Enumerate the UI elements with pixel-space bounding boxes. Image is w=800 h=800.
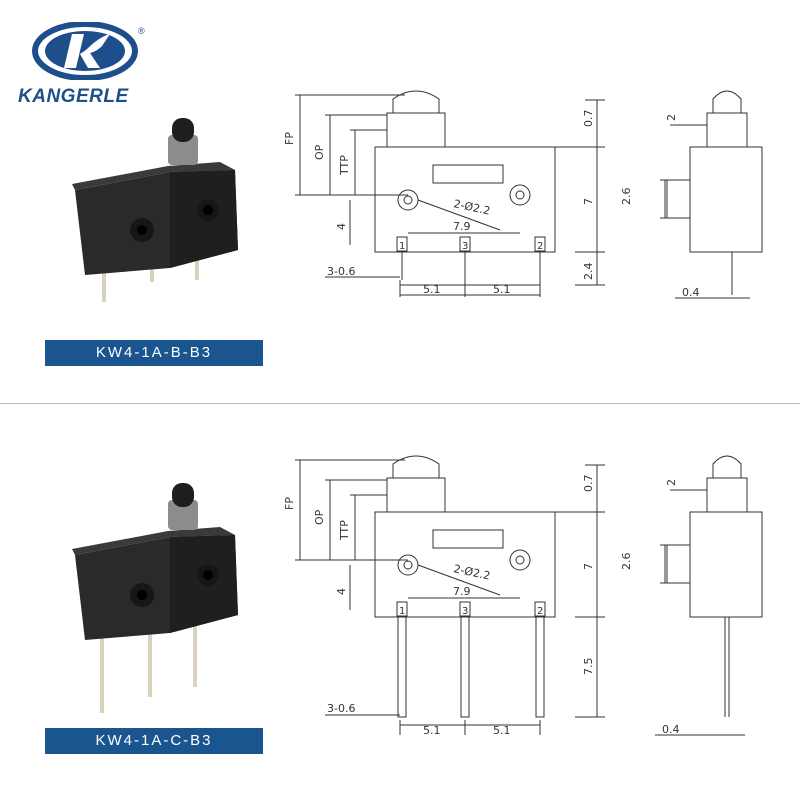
- top-offset-label-1: 0.7: [582, 110, 595, 128]
- hole-spacing-label-2: 7.9: [453, 585, 471, 598]
- top-offset-label-2: 0.7: [582, 475, 595, 493]
- pin-number-1-3: 3: [462, 241, 468, 252]
- section-divider: [0, 403, 800, 404]
- pin-number-1-2: 2: [537, 241, 543, 252]
- side-pin-label-1: 0.4: [682, 286, 700, 299]
- ttp-label-2: TTP: [338, 520, 351, 541]
- op-label-2: OP: [313, 509, 326, 525]
- pin-number-1-1: 1: [399, 241, 405, 252]
- pin-pitch-1b: 5.1: [493, 283, 511, 296]
- front-view-drawing-1: FP OP TTP 4 0.7 7 2.4 2-Ø2.2 7.9 3-0.6 5…: [283, 90, 605, 297]
- pin-length-label-1: 2.4: [582, 263, 595, 281]
- pin-pitch-2a: 5.1: [423, 724, 441, 737]
- side-width-label-1: 2: [665, 114, 678, 121]
- pin-number-2-1: 1: [399, 606, 405, 617]
- side-width-label-2: 2: [665, 479, 678, 486]
- kangerle-logo-icon: [32, 22, 138, 80]
- product-label-1: KW4-1A-B-B3: [45, 340, 263, 366]
- side-pin-label-2: 0.4: [662, 723, 680, 736]
- body-height-label-1: 7: [582, 198, 595, 205]
- side-height-label-1: 2.6: [620, 188, 633, 206]
- pin-length-label-2: 7.5: [582, 658, 595, 676]
- product-photo-2: [72, 483, 238, 713]
- product-label-2: KW4-1A-C-B3: [45, 728, 263, 754]
- hole-height-label-2: 4: [335, 588, 348, 595]
- front-view-drawing-2: FP OP TTP 4 0.7 7 7.5 2-Ø2.2 7.9 3-0.6 5…: [283, 455, 605, 737]
- fp-label-1: FP: [283, 132, 296, 145]
- pin-width-label-1: 3-0.6: [327, 265, 355, 278]
- op-label-1: OP: [313, 144, 326, 160]
- pin-pitch-1a: 5.1: [423, 283, 441, 296]
- body-height-label-2: 7: [582, 563, 595, 570]
- pin-number-2-3: 3: [462, 606, 468, 617]
- pin-width-label-2: 3-0.6: [327, 702, 355, 715]
- product-photo-1: [72, 118, 238, 302]
- hole-height-label-1: 4: [335, 223, 348, 230]
- brand-name: KANGERLE: [18, 86, 129, 107]
- side-view-drawing-1: 2 2.6 0.4: [620, 90, 763, 299]
- hole-spacing-label-1: 7.9: [453, 220, 471, 233]
- brand-logo: ®: [18, 14, 148, 114]
- ttp-label-1: TTP: [338, 155, 351, 176]
- fp-label-2: FP: [283, 497, 296, 510]
- pin-number-2-2: 2: [537, 606, 543, 617]
- side-view-drawing-2: 2 2.6 0.4: [620, 455, 763, 736]
- registered-mark: ®: [138, 26, 145, 36]
- side-height-label-2: 2.6: [620, 553, 633, 571]
- pin-pitch-2b: 5.1: [493, 724, 511, 737]
